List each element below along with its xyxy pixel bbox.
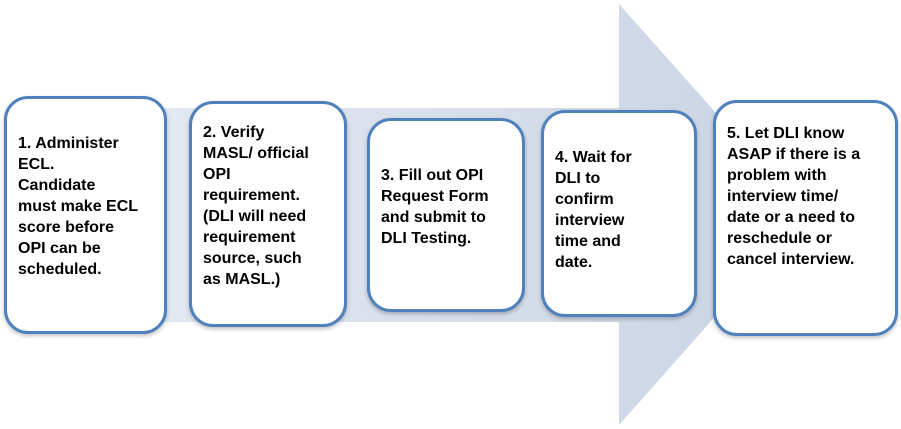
step-5-box: 5. Let DLI know ASAP if there is a probl…: [713, 100, 898, 336]
step-2-box: 2. Verify MASL/ official OPI requirement…: [189, 101, 347, 327]
step-4-box: 4. Wait for DLI to confirm interview tim…: [541, 110, 697, 317]
step-3-box: 3. Fill out OPI Request Form and submit …: [367, 118, 525, 312]
step-1-box: 1. Administer ECL. Candidate must make E…: [4, 96, 167, 334]
